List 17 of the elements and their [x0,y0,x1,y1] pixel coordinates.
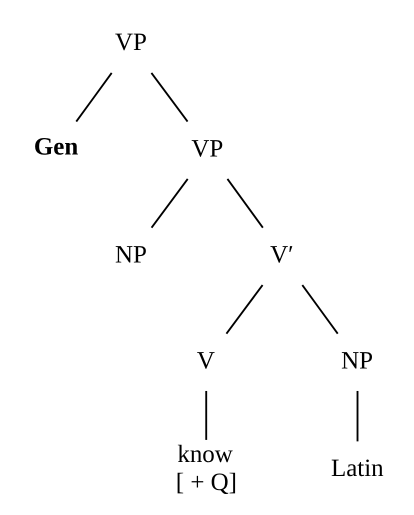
connector [226,178,264,228]
node-text: V′ [270,240,294,268]
connector [226,284,264,334]
node-text: NP [114,240,147,268]
node-text: know [ + Q] [176,440,237,496]
node-text: VP [191,134,224,162]
node-text: V [196,346,215,374]
node-text: VP [114,28,147,56]
connector [150,178,188,228]
connector [150,72,188,122]
node-text: Latin [331,454,384,482]
connector [302,284,338,334]
node-text: NP [341,346,374,374]
node-text: Gen [34,133,78,160]
connector [356,390,358,441]
connector [76,72,112,122]
connector [205,390,208,440]
